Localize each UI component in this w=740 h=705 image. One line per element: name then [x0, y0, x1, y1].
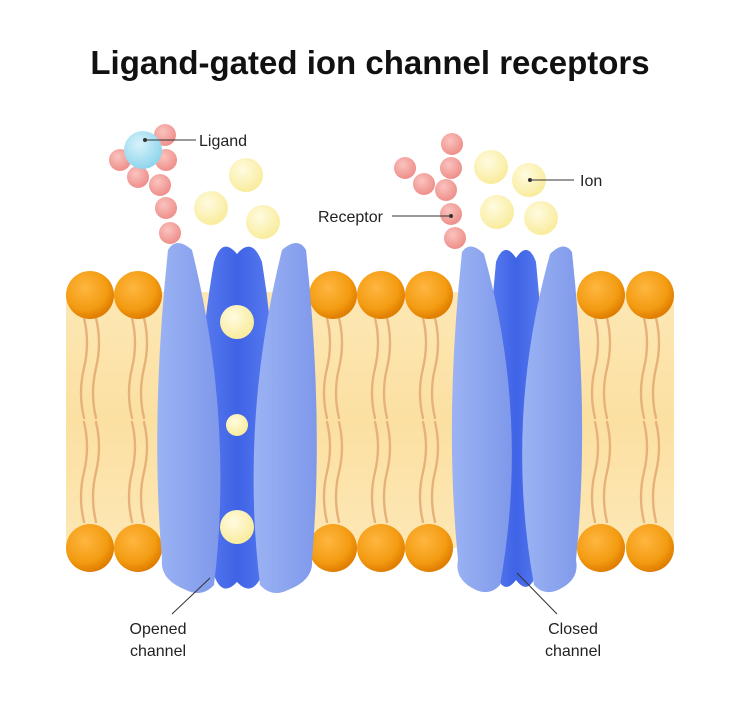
opened-channel-right-subunit — [253, 243, 317, 594]
free-ions-left — [194, 158, 280, 239]
closed-channel-label-line2: channel — [545, 643, 601, 660]
closed-channel-label-line1: Closed — [548, 621, 598, 638]
diagram-title: Ligand-gated ion channel receptors — [90, 44, 650, 81]
receptor-pointer-dot — [449, 214, 453, 218]
closed-channel-left-subunit — [451, 246, 512, 593]
opened-channel-label-line1: Opened — [130, 621, 187, 638]
lipid-heads-top — [66, 271, 674, 319]
ligand-molecule — [124, 131, 162, 169]
ion-label: Ion — [580, 173, 602, 190]
receptor-closed-beads — [394, 133, 466, 249]
opened-channel-left-subunit — [157, 243, 221, 594]
opened-channel — [157, 243, 317, 594]
ion-in-channel-2 — [226, 414, 248, 436]
ligand-label: Ligand — [199, 133, 247, 150]
leader-lines — [145, 139, 574, 615]
opened-channel-label-line2: channel — [130, 643, 186, 660]
lipid-heads-bottom — [66, 524, 674, 572]
membrane-core — [66, 292, 674, 548]
ion-in-channel-1 — [220, 305, 254, 339]
free-ions-right — [474, 150, 558, 235]
receptor-label: Receptor — [318, 209, 384, 226]
closed-channel-right-subunit — [522, 246, 583, 593]
ligand-pointer-dot — [143, 138, 147, 142]
closed-channel — [451, 246, 583, 593]
lipid-tails — [79, 316, 661, 524]
ion-pointer-dot — [528, 178, 532, 182]
ion-in-channel-3 — [220, 510, 254, 544]
